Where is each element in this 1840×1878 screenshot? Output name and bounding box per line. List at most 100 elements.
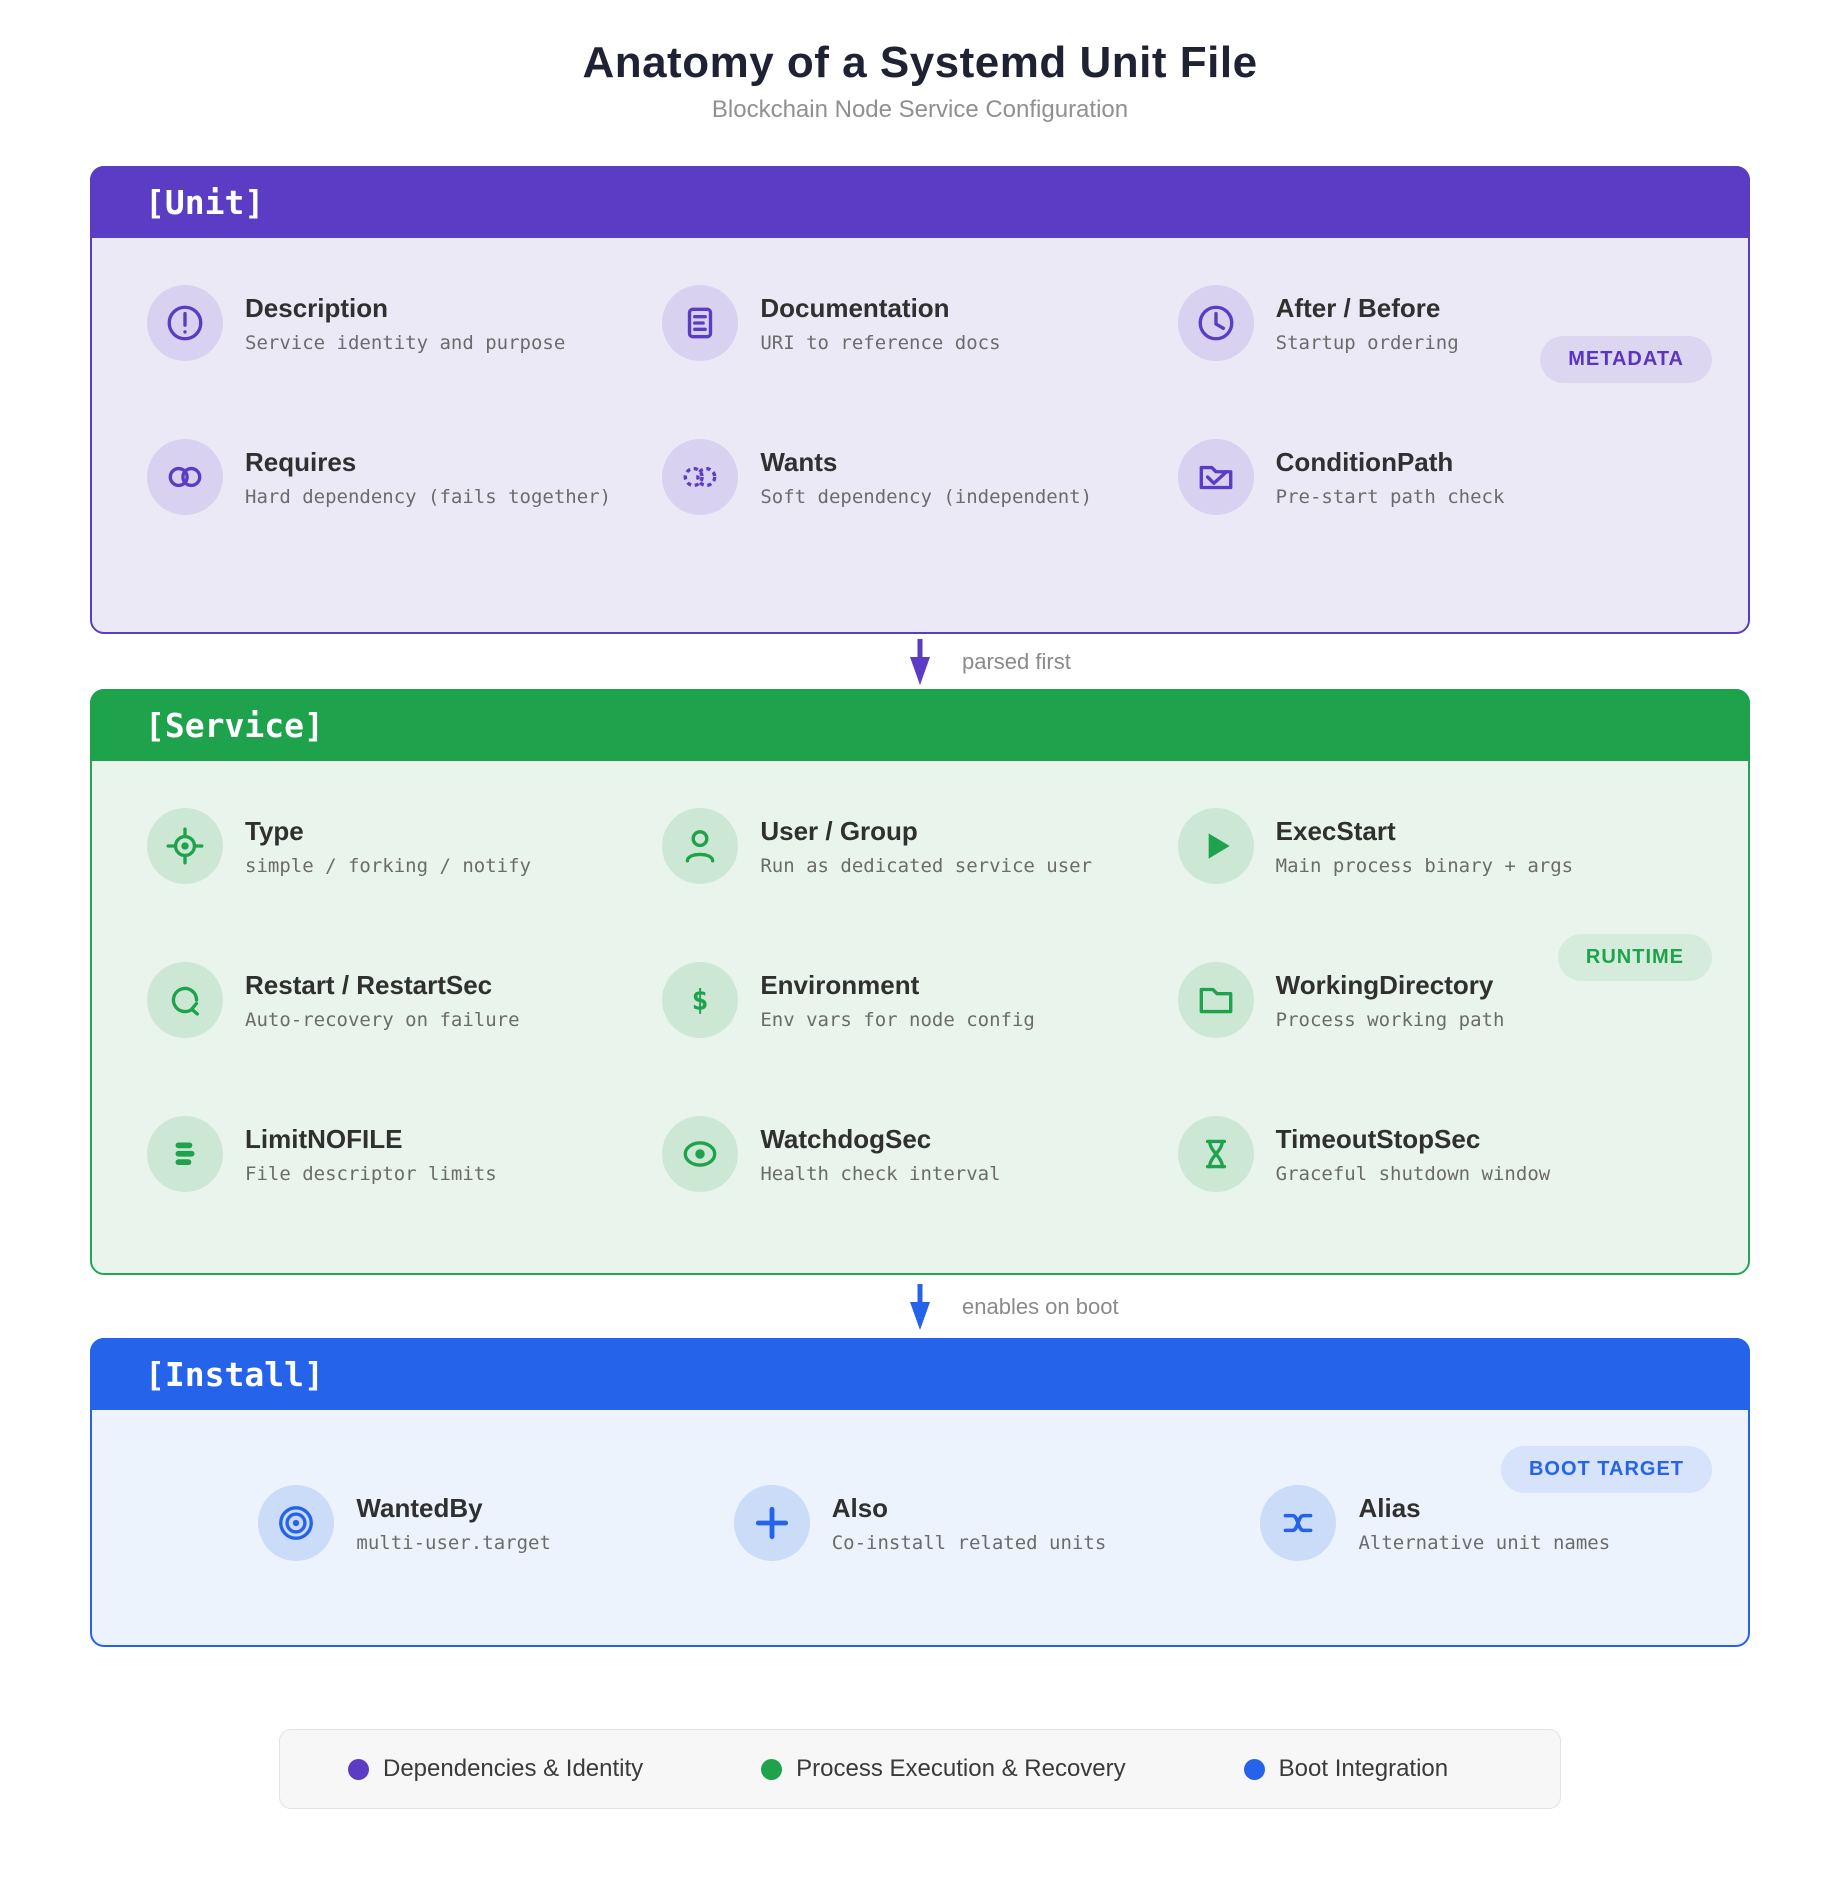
dollar-icon: $ (662, 962, 739, 1038)
item-title: User / Group (760, 815, 918, 846)
service-item-workingdirectory: WorkingDirectory Process working path (1177, 945, 1693, 1055)
service-section: [Service] RUNTIME Type simple / forking … (90, 689, 1750, 1275)
item-desc: Process working path (1275, 1008, 1505, 1031)
item-desc: URI to reference docs (760, 331, 1001, 354)
install-section-header: [Install] (90, 1338, 1750, 1410)
folder-check-icon (1177, 439, 1254, 515)
bullseye-icon (258, 1485, 335, 1561)
blue-dot-icon (1243, 1758, 1265, 1780)
item-title: WantedBy (356, 1492, 483, 1523)
service-item-environment: $ Environment Env vars for node config (662, 945, 1177, 1055)
item-title: TimeoutStopSec (1275, 1123, 1481, 1154)
item-title: After / Before (1275, 292, 1441, 323)
crosshair-icon (147, 808, 223, 884)
green-dot-icon (761, 1758, 783, 1780)
service-item-watchdogsec: WatchdogSec Health check interval (662, 1099, 1177, 1209)
item-desc: Pre-start path check (1275, 485, 1505, 508)
install-section: [Install] BOOT TARGET WantedBy multi-use… (90, 1338, 1750, 1647)
eye-icon (662, 1116, 739, 1192)
unit-section: [Unit] METADATA Description Service iden… (90, 166, 1750, 634)
linked-rings-icon (147, 439, 223, 515)
lines-icon (147, 1116, 223, 1192)
item-desc: File descriptor limits (245, 1162, 497, 1185)
unit-item-description: Description Service identity and purpose (147, 268, 662, 378)
legend-item-dependencies: Dependencies & Identity (348, 1755, 643, 1783)
service-item-restart: Restart / RestartSec Auto-recovery on fa… (147, 945, 662, 1055)
swap-icon (1260, 1485, 1337, 1561)
service-item-execstart: ExecStart Main process binary + args (1177, 791, 1693, 901)
item-desc: Auto-recovery on failure (245, 1008, 520, 1031)
down-arrow-icon (910, 1283, 930, 1330)
item-desc: Env vars for node config (760, 1008, 1035, 1031)
item-title: Also (831, 1492, 889, 1523)
restart-icon (147, 962, 223, 1038)
legend-item-process: Process Execution & Recovery (761, 1755, 1126, 1783)
item-desc: multi-user.target (356, 1531, 551, 1554)
legend-label: Boot Integration (1278, 1755, 1449, 1782)
install-item-also: Also Co-install related units (662, 1468, 1177, 1578)
item-desc: simple / forking / notify (245, 854, 531, 877)
unit-section-header: [Unit] (90, 166, 1750, 238)
item-desc: Co-install related units (831, 1531, 1107, 1554)
item-title: ExecStart (1275, 815, 1396, 846)
item-title: WorkingDirectory (1275, 969, 1494, 1000)
legend-label: Dependencies & Identity (383, 1755, 644, 1782)
unit-item-documentation: Documentation URI to reference docs (662, 268, 1177, 378)
info-icon (147, 285, 223, 361)
runtime-badge: RUNTIME (1557, 934, 1712, 981)
item-desc: Soft dependency (independent) (760, 485, 1093, 508)
item-title: ConditionPath (1275, 446, 1454, 477)
service-section-header: [Service] (90, 689, 1750, 761)
service-item-timeoutstopsec: TimeoutStopSec Graceful shutdown window (1177, 1099, 1693, 1209)
item-desc: Graceful shutdown window (1275, 1162, 1551, 1185)
page-subtitle: Blockchain Node Service Configuration (711, 96, 1129, 123)
item-title: Requires (245, 446, 357, 477)
unit-item-conditionpath: ConditionPath Pre-start path check (1177, 422, 1693, 532)
page-title: Anatomy of a Systemd Unit File (582, 38, 1258, 87)
item-desc: Startup ordering (1275, 331, 1459, 354)
service-item-user-group: User / Group Run as dedicated service us… (662, 791, 1177, 901)
svg-text:$: $ (692, 983, 709, 1016)
hourglass-icon (1177, 1116, 1254, 1192)
boot-target-badge: BOOT TARGET (1500, 1446, 1712, 1493)
unit-item-wants: Wants Soft dependency (independent) (662, 422, 1177, 532)
item-title: WatchdogSec (760, 1123, 932, 1154)
item-title: Type (245, 815, 304, 846)
item-desc: Main process binary + args (1275, 854, 1574, 877)
item-title: Wants (760, 446, 838, 477)
legend-label: Process Execution & Recovery (796, 1755, 1126, 1782)
unit-item-requires: Requires Hard dependency (fails together… (147, 422, 662, 532)
item-desc: Hard dependency (fails together) (245, 485, 612, 508)
purple-dot-icon (348, 1758, 369, 1780)
legend: Dependencies & Identity Process Executio… (279, 1729, 1561, 1809)
down-arrow-icon (910, 638, 930, 685)
folder-icon (1177, 962, 1254, 1038)
item-title: Alias (1358, 1492, 1421, 1523)
item-title: Description (245, 292, 389, 323)
document-icon (662, 285, 739, 361)
arrow-label: parsed first (962, 648, 1071, 674)
plus-icon (733, 1485, 810, 1561)
arrow-label: enables on boot (962, 1293, 1119, 1319)
dashed-rings-icon (662, 439, 739, 515)
item-title: Restart / RestartSec (245, 969, 493, 1000)
play-icon (1177, 808, 1254, 884)
service-item-limitnofile: LimitNOFILE File descriptor limits (147, 1099, 662, 1209)
arrow-enables-on-boot: enables on boot (0, 1275, 1840, 1338)
item-title: LimitNOFILE (245, 1123, 403, 1154)
item-desc: Health check interval (760, 1162, 1001, 1185)
item-title: Environment (760, 969, 920, 1000)
item-desc: Service identity and purpose (245, 331, 566, 354)
item-desc: Run as dedicated service user (760, 854, 1093, 877)
service-item-type: Type simple / forking / notify (147, 791, 662, 901)
item-title: Documentation (760, 292, 950, 323)
clock-icon (1177, 285, 1254, 361)
metadata-badge: METADATA (1540, 336, 1712, 383)
item-desc: Alternative unit names (1358, 1531, 1611, 1554)
install-item-alias: Alias Alternative unit names (1178, 1468, 1693, 1578)
install-item-wantedby: WantedBy multi-user.target (147, 1468, 662, 1578)
user-icon (662, 808, 739, 884)
legend-item-boot: Boot Integration (1243, 1755, 1449, 1783)
arrow-parsed-first: parsed first (0, 634, 1840, 689)
unit-item-after-before: After / Before Startup ordering (1177, 268, 1693, 378)
